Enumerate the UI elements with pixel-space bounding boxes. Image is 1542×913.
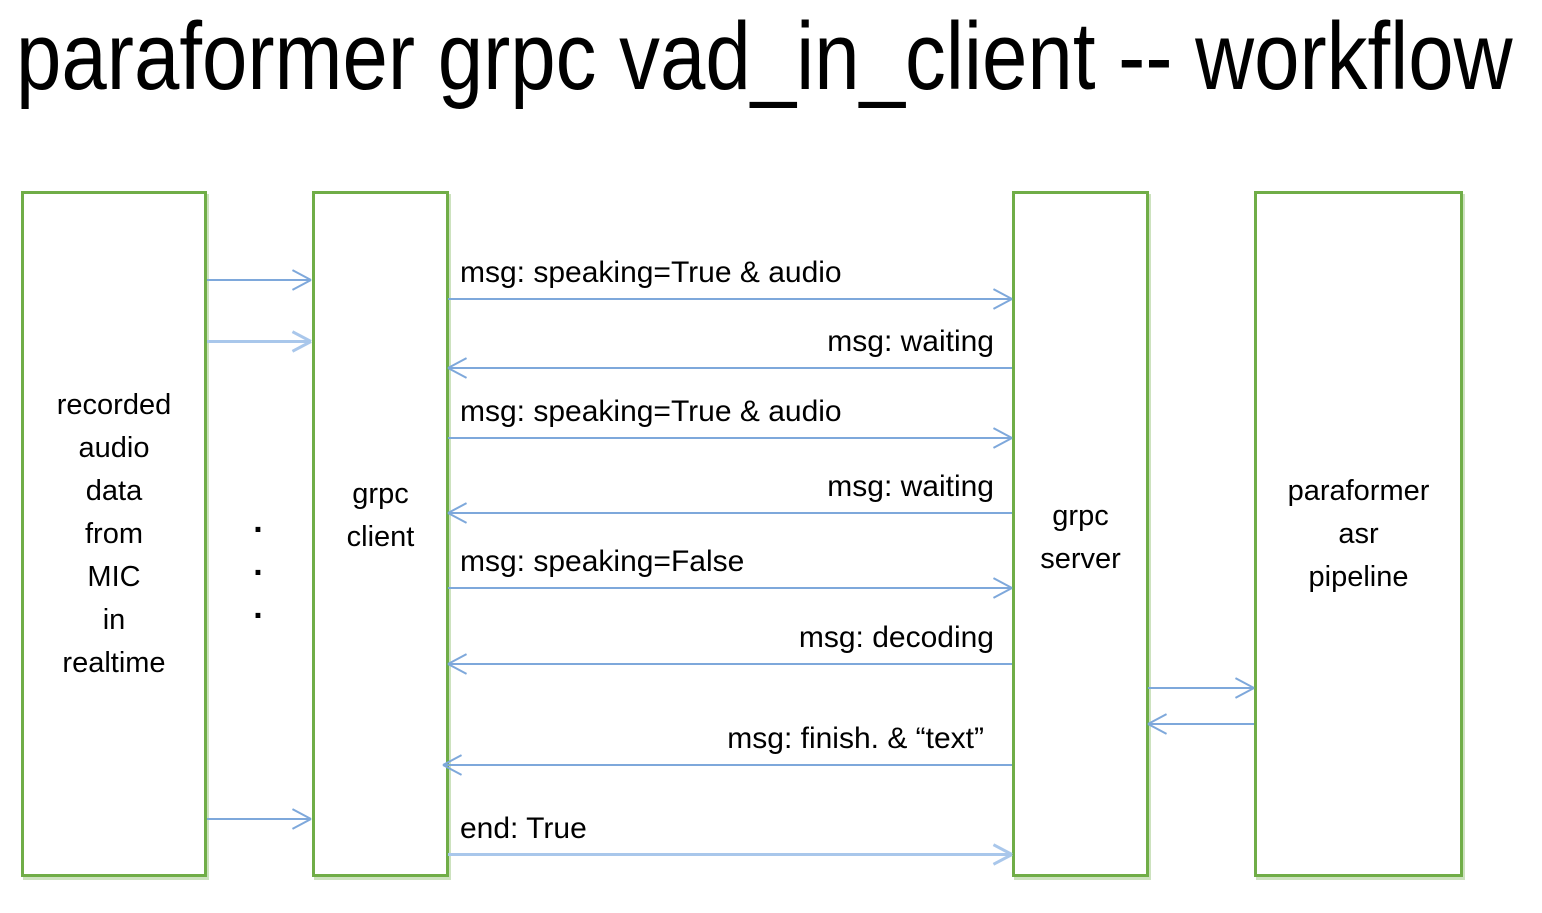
box-grpc-client: grpc client <box>312 191 449 877</box>
box-recorded-audio-source: recorded audio data from MIC in realtime <box>21 191 207 877</box>
arrow-mic-to-client-3 <box>207 818 311 820</box>
message-label-finish-text: msg: finish. & “text” <box>727 722 984 755</box>
box-grpc-client-label: grpc client <box>346 478 415 553</box>
arrow-msg-waiting-1 <box>448 367 1012 369</box>
box-paraformer-asr-pipeline-label: paraformer asr pipeline <box>1287 474 1430 593</box>
arrow-msg-speaking-false <box>448 587 1012 589</box>
arrow-server-to-pipeline <box>1148 687 1254 689</box>
box-recorded-audio-label: recorded audio data from MIC in realtime <box>56 388 172 679</box>
box-grpc-server-label: grpc server <box>1040 500 1121 575</box>
arrow-msg-speaking-true-1 <box>448 298 1012 300</box>
page-title: paraformer grpc vad_in_client -- workflo… <box>16 3 1513 110</box>
arrow-msg-finish-text <box>443 764 1012 766</box>
message-label-speaking-true-2: msg: speaking=True & audio <box>460 395 842 428</box>
ellipsis-dots: . . . <box>253 502 263 626</box>
box-grpc-server: grpc server <box>1012 191 1149 877</box>
arrow-msg-decoding <box>448 663 1012 665</box>
message-label-waiting-1: msg: waiting <box>827 325 994 358</box>
arrow-pipeline-to-server <box>1148 723 1254 725</box>
arrow-end-true <box>448 853 1012 856</box>
message-label-end-true: end: True <box>460 812 587 845</box>
message-label-speaking-true-1: msg: speaking=True & audio <box>460 256 842 289</box>
arrow-mic-to-client-2 <box>207 340 311 343</box>
message-label-decoding: msg: decoding <box>798 621 994 654</box>
arrow-mic-to-client-1 <box>207 279 311 281</box>
box-paraformer-asr-pipeline: paraformer asr pipeline <box>1254 191 1463 877</box>
message-label-speaking-false: msg: speaking=False <box>460 545 745 578</box>
message-label-waiting-2: msg: waiting <box>827 470 994 503</box>
arrow-msg-waiting-2 <box>448 512 1012 514</box>
arrow-msg-speaking-true-2 <box>448 437 1012 439</box>
